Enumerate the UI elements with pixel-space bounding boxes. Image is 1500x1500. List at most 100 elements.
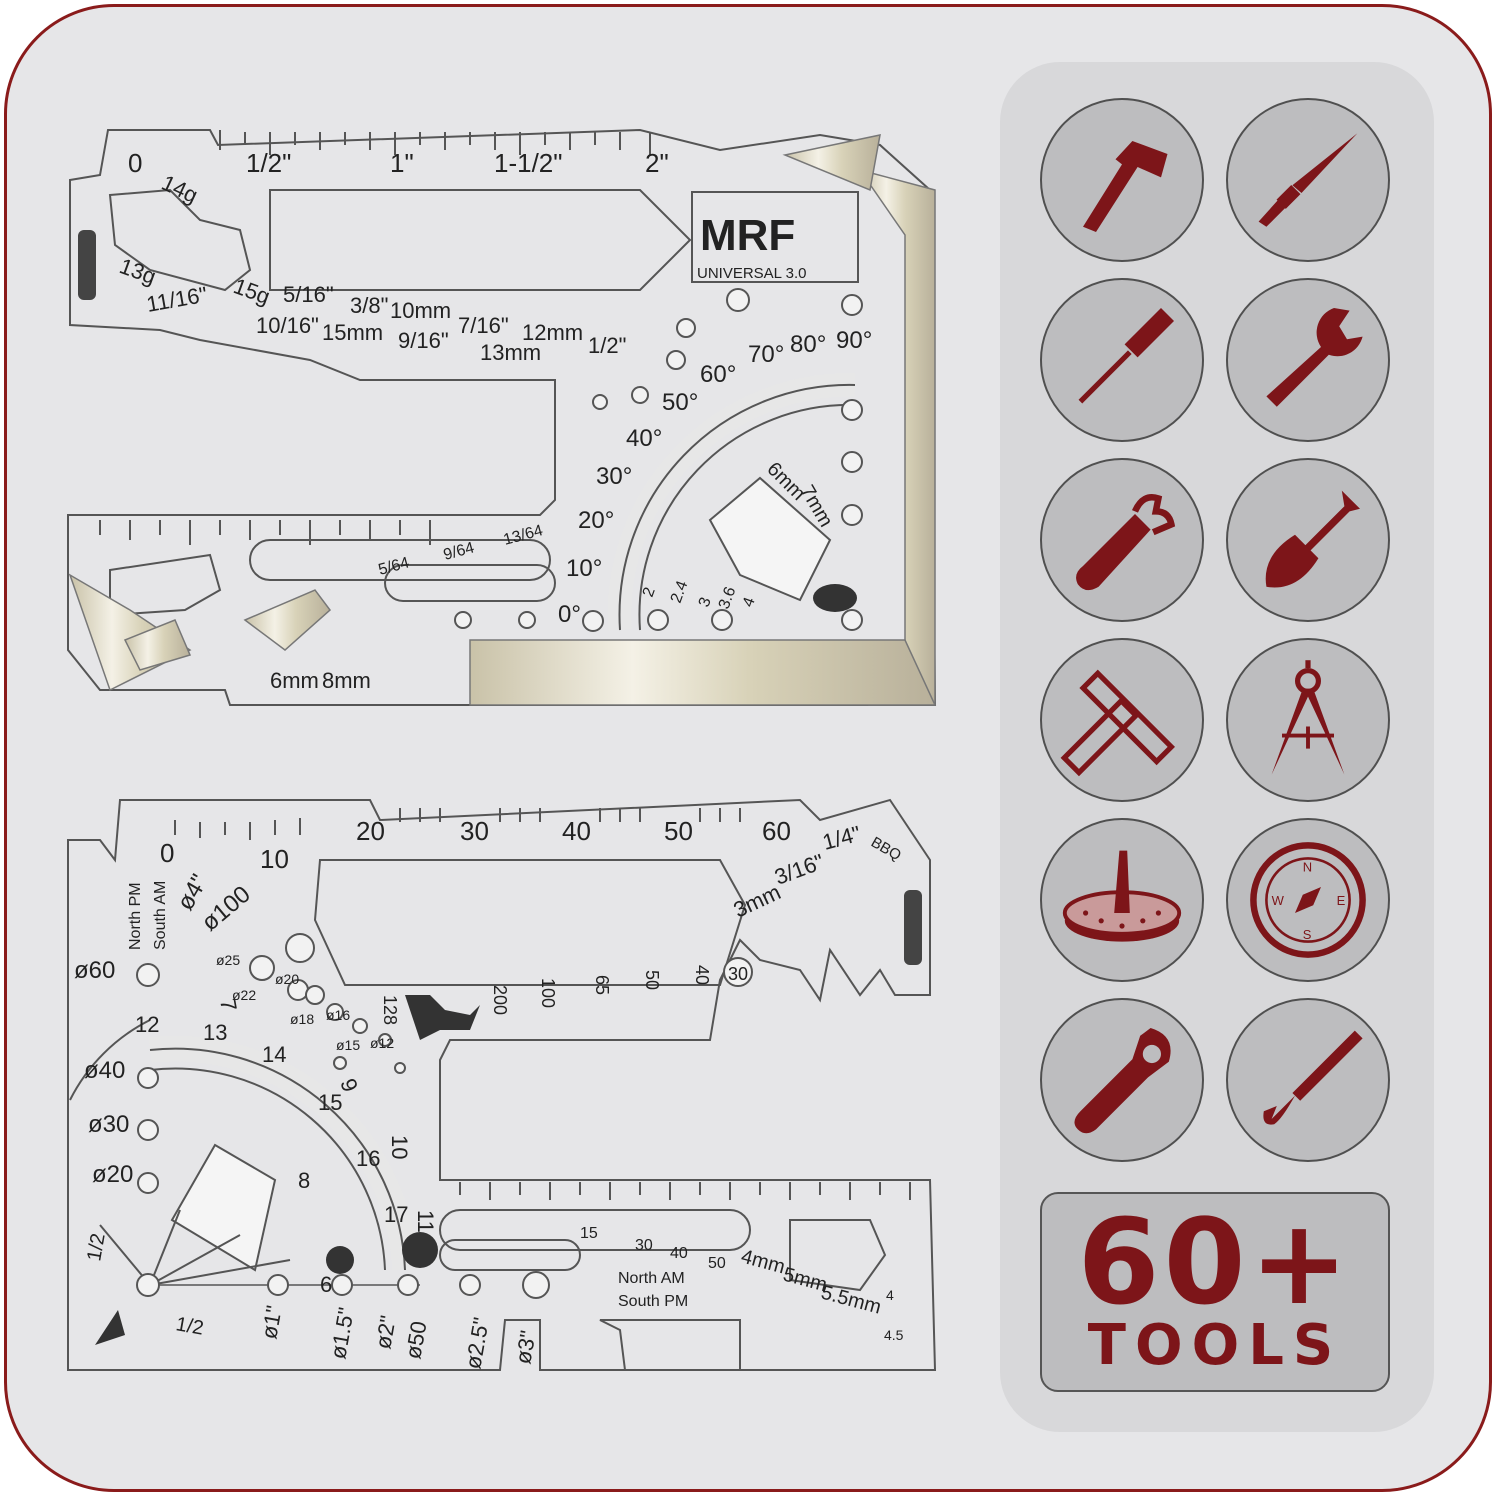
- tool-shovel: [1226, 458, 1390, 622]
- svg-text:1-1/2": 1-1/2": [494, 148, 563, 178]
- svg-text:13mm: 13mm: [480, 340, 541, 365]
- svg-text:40°: 40°: [626, 425, 662, 452]
- svg-text:4.5: 4.5: [884, 1327, 904, 1343]
- tool-knife: [1226, 98, 1390, 262]
- screwdriver-icon: [1078, 308, 1174, 404]
- svg-text:13/64: 13/64: [502, 522, 545, 549]
- steel-edge: [858, 168, 936, 706]
- tool-can-opener: [1040, 458, 1204, 622]
- model-label: UNIVERSAL 3.0: [697, 265, 807, 282]
- svg-text:100: 100: [538, 978, 558, 1008]
- svg-text:9/64: 9/64: [442, 539, 477, 564]
- svg-text:60: 60: [762, 816, 791, 846]
- svg-text:1/2: 1/2: [83, 1232, 109, 1263]
- svg-text:15mm: 15mm: [322, 320, 383, 345]
- svg-text:3.6: 3.6: [716, 585, 740, 612]
- svg-text:14g: 14g: [158, 170, 202, 208]
- svg-text:ø1.5": ø1.5": [325, 1305, 359, 1360]
- svg-text:4: 4: [740, 595, 759, 609]
- tool-count-label: TOOLS: [1087, 1313, 1343, 1378]
- svg-text:30: 30: [460, 816, 489, 846]
- svg-text:20: 20: [356, 816, 385, 846]
- svg-text:ø2": ø2": [370, 1314, 400, 1351]
- arrow-icon: [95, 1310, 125, 1345]
- svg-text:3/8": 3/8": [350, 293, 388, 318]
- svg-text:7/16": 7/16": [458, 313, 509, 338]
- hole-labels: ø25 ø20 ø22 ø18 ø16 ø15 ø12: [216, 952, 394, 1053]
- svg-text:65: 65: [592, 975, 612, 995]
- bottle-icon: [904, 890, 922, 965]
- svg-text:5/16": 5/16": [283, 282, 334, 307]
- saw-icon: [1263, 1030, 1363, 1125]
- diver-icon: [405, 995, 480, 1040]
- svg-text:40: 40: [692, 965, 712, 985]
- top-ruler-labels: 0 1/2" 1" 1-1/2" 2": [128, 148, 669, 178]
- svg-text:20°: 20°: [578, 507, 614, 534]
- angle-labels: 0° 10° 20° 30° 40° 50° 60° 70° 80° 90°: [558, 327, 872, 628]
- svg-text:ø20: ø20: [275, 971, 299, 987]
- svg-text:13g: 13g: [116, 253, 159, 289]
- tool-count-badge: 60+ TOOLS: [1040, 1192, 1390, 1392]
- svg-text:50: 50: [642, 970, 662, 990]
- svg-text:ø16: ø16: [326, 1007, 350, 1023]
- bottom-angle-labels: 15 30 40 50: [580, 1225, 726, 1272]
- svg-text:North PM: North PM: [127, 882, 144, 950]
- tool-compass: N S W E: [1226, 818, 1390, 982]
- ruler-pencil-icon: [1060, 669, 1176, 777]
- svg-text:12: 12: [135, 1012, 159, 1037]
- svg-text:15g: 15g: [230, 273, 273, 309]
- svg-text:S: S: [1303, 927, 1312, 942]
- black-dot: [402, 1232, 438, 1268]
- svg-text:0: 0: [128, 148, 142, 178]
- svg-text:ø20: ø20: [92, 1161, 133, 1188]
- svg-text:10: 10: [260, 844, 289, 874]
- tool-wrench: [1226, 278, 1390, 442]
- svg-text:128: 128: [380, 995, 400, 1025]
- svg-text:South AM: South AM: [152, 881, 169, 950]
- tool-count-number: 60+: [1077, 1193, 1353, 1331]
- svg-text:0: 0: [160, 838, 174, 868]
- svg-text:ø25: ø25: [216, 952, 240, 968]
- wrench-icon: [1266, 308, 1363, 407]
- svg-text:2": 2": [645, 148, 669, 178]
- svg-text:0°: 0°: [558, 601, 581, 628]
- svg-text:30: 30: [635, 1237, 653, 1254]
- svg-text:4mm: 4mm: [739, 1246, 788, 1279]
- svg-text:ø22: ø22: [232, 987, 256, 1003]
- svg-text:200: 200: [490, 985, 510, 1015]
- svg-text:8mm: 8mm: [322, 668, 371, 693]
- svg-text:11/16": 11/16": [145, 282, 210, 317]
- svg-text:50: 50: [664, 816, 693, 846]
- svg-text:6mm: 6mm: [270, 668, 319, 693]
- svg-text:ø2.5": ø2.5": [460, 1315, 494, 1370]
- svg-text:60°: 60°: [700, 361, 736, 388]
- bottom-hex-labels: 4mm 5mm 5.5mm 4 4.5: [739, 1246, 904, 1343]
- svg-text:1/2: 1/2: [174, 1313, 205, 1339]
- svg-text:10°: 10°: [566, 555, 602, 582]
- svg-text:50°: 50°: [662, 389, 698, 416]
- sundial-icon: [1062, 850, 1182, 942]
- svg-text:16: 16: [356, 1146, 380, 1171]
- bit-labels: 2 2.4 3 3.6 4: [640, 579, 759, 612]
- bottle-opener-icon: [1074, 1028, 1171, 1134]
- svg-text:5.5mm: 5.5mm: [819, 1282, 884, 1319]
- tool-saw: [1226, 998, 1390, 1162]
- can-opener-icon: [1076, 494, 1176, 591]
- black-dot: [326, 1246, 354, 1274]
- svg-text:12mm: 12mm: [522, 320, 583, 345]
- svg-text:70°: 70°: [748, 341, 784, 368]
- svg-text:30°: 30°: [596, 463, 632, 490]
- hex-labels: 6mm 8mm: [270, 668, 371, 693]
- svg-text:ø40: ø40: [84, 1057, 125, 1084]
- bottom-ruler-labels: 0 10 20 30 40 50 60: [160, 816, 791, 874]
- svg-text:1/2": 1/2": [246, 148, 291, 178]
- svg-text:10: 10: [387, 1135, 412, 1159]
- svg-text:1/4": 1/4": [820, 821, 864, 855]
- tools-panel: N S W E 60+ TOOLS: [1000, 62, 1434, 1432]
- svg-text:1/2": 1/2": [588, 333, 626, 358]
- svg-text:ø30: ø30: [88, 1111, 129, 1138]
- svg-text:North AM: North AM: [618, 1270, 685, 1287]
- svg-text:40: 40: [670, 1245, 688, 1262]
- svg-text:8: 8: [298, 1168, 310, 1193]
- svg-text:50: 50: [708, 1255, 726, 1272]
